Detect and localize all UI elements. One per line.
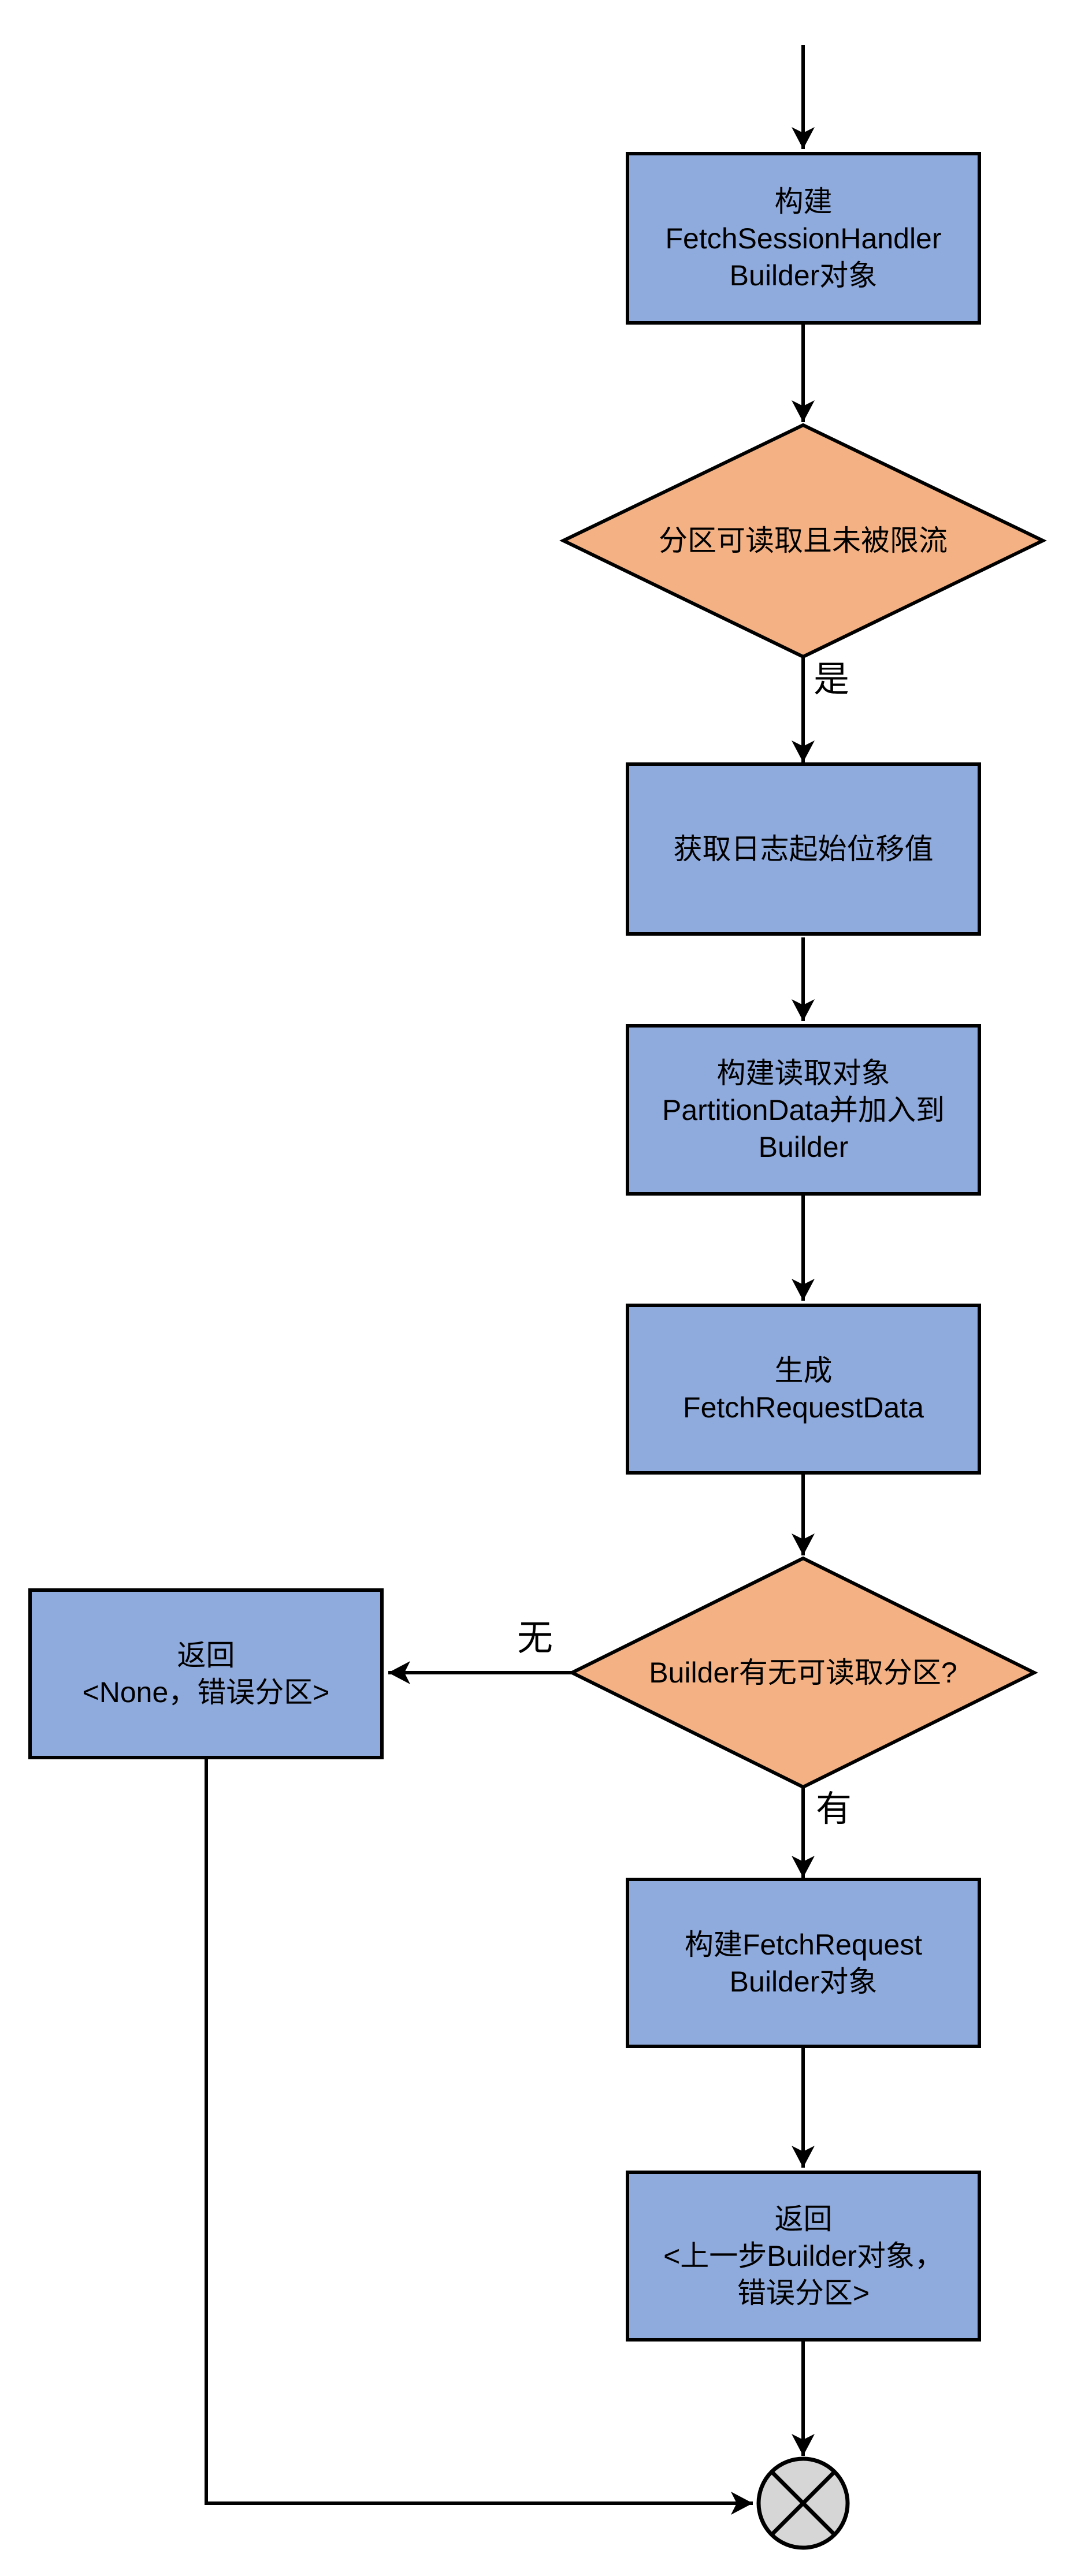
node-return-none-error-partitions: 返回 <None，错误分区> <box>28 1588 384 1759</box>
edge-label-yes: 是 <box>814 660 850 699</box>
node-decision-builder-has-partitions-label: Builder有无可读取分区? <box>649 1656 957 1689</box>
edge-return-none-to-end <box>205 1759 753 2515</box>
node-return-builder-error-partitions: 返回 <上一步Builder对象， 错误分区> <box>626 2171 981 2342</box>
node-build-fetchrequest-builder: 构建FetchRequest Builder对象 <box>626 1878 981 2048</box>
edge-label-has: 有 <box>816 1789 852 1829</box>
end-terminator-crossed-circle-icon <box>756 2456 850 2550</box>
node-decision-partition-readable-label: 分区可读取且未被限流 <box>659 524 948 557</box>
edge-label-none: 无 <box>517 1618 554 1658</box>
node-build-fetchsessionhandler-builder: 构建 FetchSessionHandler Builder对象 <box>626 152 981 325</box>
node-generate-fetchrequestdata: 生成 FetchRequestData <box>626 1304 981 1475</box>
node-get-log-start-offset: 获取日志起始位移值 <box>626 762 981 936</box>
node-build-partitiondata-add-to-builder: 构建读取对象 PartitionData并加入到 Builder <box>626 1024 981 1196</box>
